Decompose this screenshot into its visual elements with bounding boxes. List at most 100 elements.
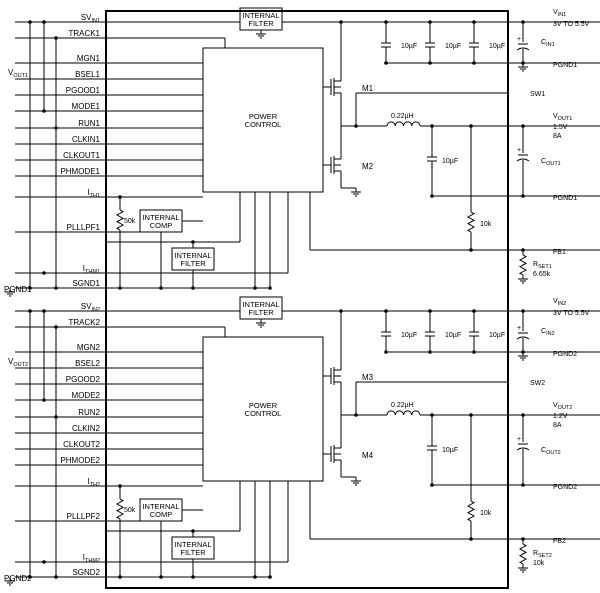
- junction-dot: [191, 240, 195, 244]
- junction-dot: [428, 20, 432, 24]
- cout-plus: +: [517, 436, 521, 443]
- cout-plate-curved: [516, 447, 530, 451]
- wire: [115, 498, 125, 520]
- fb-label: FB1: [553, 249, 566, 256]
- r50k-label: 50k: [124, 507, 136, 514]
- junction-dot: [54, 36, 58, 40]
- resistor-icon: [518, 543, 528, 565]
- pin-label-10: PHMODE1: [60, 167, 100, 176]
- pin-label-1: SVIN2: [81, 302, 100, 313]
- pgnd-left-label: PGND2: [4, 574, 32, 583]
- internal-filter-bottom-text: INTERNAL: [174, 251, 211, 260]
- mosfet-bot-label: M4: [362, 451, 374, 460]
- rset-value: 10k: [533, 560, 545, 567]
- pgnd-right-2: PGND1: [553, 195, 577, 202]
- junction-dot: [339, 309, 343, 313]
- resistor-icon: [115, 498, 125, 520]
- junction-dot: [472, 309, 476, 313]
- cin-name: CIN2: [541, 328, 555, 337]
- ground-icon: [351, 188, 361, 197]
- vin-range: 3V TO 5.5V: [553, 21, 590, 28]
- capacitor-icon: [469, 42, 479, 48]
- power-control-box: [202, 47, 324, 193]
- junction-dot: [521, 413, 525, 417]
- junction-dot: [54, 325, 58, 329]
- sw-label: SW2: [530, 380, 545, 387]
- output-cap-label: 10µF: [442, 447, 458, 454]
- inductor-label: 0.22µH: [391, 402, 414, 409]
- mosfet-icon: [323, 73, 342, 101]
- rset-name: RSET2: [533, 550, 552, 559]
- capacitor-icon: [427, 445, 437, 451]
- resistor-icon: [518, 254, 528, 276]
- inductor-icon: [386, 121, 421, 127]
- power-control-text: POWER: [249, 112, 278, 121]
- pin-label-14: SGND2: [72, 568, 100, 577]
- pin-label-2: TRACK1: [68, 29, 100, 38]
- vout-right-name: VOUT2: [553, 402, 572, 411]
- pgnd-right-1: PGND1: [553, 62, 577, 69]
- vout-right-amp: 8A: [553, 133, 562, 140]
- junction-dot: [42, 309, 46, 313]
- pin-label-14: SGND1: [72, 279, 100, 288]
- junction-dot: [42, 271, 46, 275]
- pin-label-9: CLKOUT2: [63, 440, 100, 449]
- pin-label-4: BSEL2: [75, 359, 100, 368]
- output-cap-label: 10µF: [442, 158, 458, 165]
- pin-label-12: PLLLPF1: [67, 223, 101, 232]
- cin-name: CIN1: [541, 39, 555, 48]
- input-cap-label-1: 10µF: [401, 43, 417, 50]
- vin-name: VIN2: [553, 298, 566, 307]
- power-control-box: [202, 336, 324, 482]
- junction-dot: [268, 575, 272, 579]
- junction-dot: [521, 194, 525, 198]
- mosfet-top-label: M1: [362, 84, 374, 93]
- wire: [466, 500, 476, 522]
- pgnd-right-1: PGND2: [553, 351, 577, 358]
- cout-plus: +: [517, 147, 521, 154]
- junction-dot: [428, 309, 432, 313]
- ground-icon: [518, 564, 528, 573]
- junction-dot: [54, 575, 58, 579]
- ground-icon: [5, 288, 15, 297]
- pin-label-5: PGOOD2: [66, 375, 101, 384]
- pin-label-1: SVIN1: [81, 13, 100, 24]
- junction-dot: [42, 560, 46, 564]
- junction-dot: [28, 575, 32, 579]
- r50k-label: 50k: [124, 218, 136, 225]
- cout-name: COUT2: [541, 447, 561, 456]
- fb-label: FB2: [553, 538, 566, 545]
- ground-icon: [518, 352, 528, 361]
- vout-right-name: VOUT1: [553, 113, 572, 122]
- junction-dot: [191, 529, 195, 533]
- junction-dot: [521, 483, 525, 487]
- pin-label-9: CLKOUT1: [63, 151, 100, 160]
- r10k-label: 10k: [480, 510, 492, 517]
- ground-icon: [256, 319, 266, 328]
- internal-comp-text: INTERNAL: [142, 213, 179, 222]
- cin-plate-curved: [516, 336, 530, 340]
- wire: [115, 209, 125, 231]
- module-outline: [105, 10, 509, 589]
- resistor-icon: [466, 211, 476, 233]
- junction-dot: [430, 483, 434, 487]
- junction-dot: [118, 195, 122, 199]
- junction-dot: [42, 20, 46, 24]
- junction-dot: [384, 20, 388, 24]
- mosfet-icon: [323, 362, 342, 390]
- pin-label-3: MGN1: [77, 54, 101, 63]
- junction-dot: [118, 484, 122, 488]
- ground-icon: [256, 30, 266, 39]
- cout-name: COUT1: [541, 158, 561, 167]
- mosfet-bot-label: M2: [362, 162, 374, 171]
- resistor-icon: [466, 500, 476, 522]
- junction-dot: [159, 286, 163, 290]
- input-cap-label-2: 10µF: [445, 43, 461, 50]
- cin-plus: +: [517, 325, 521, 332]
- pin-label-7: RUN1: [78, 119, 100, 128]
- pin-label-11: ITH2: [87, 477, 100, 488]
